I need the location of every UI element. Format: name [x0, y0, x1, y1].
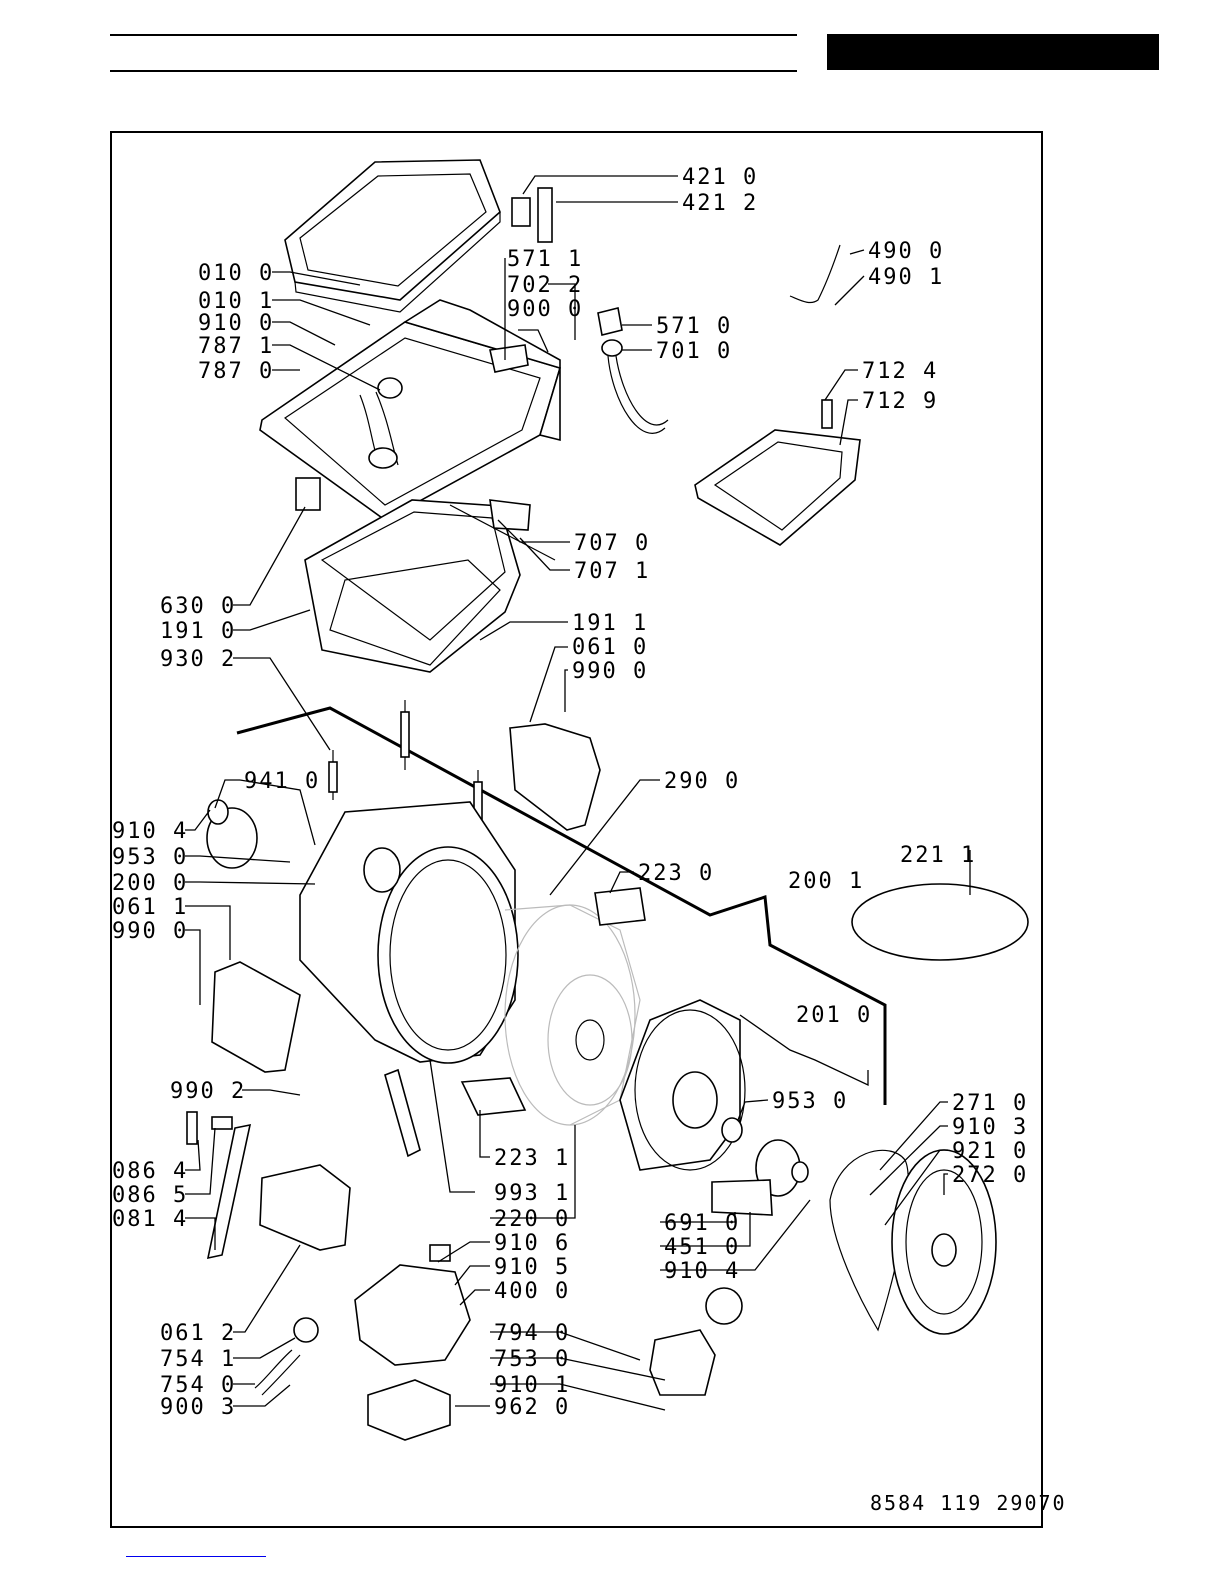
part-labels: 421 0 421 2 010 0 571 1 702 2 900 0 490 …: [112, 165, 1028, 1420]
motor-drawing: [354, 1264, 471, 1366]
counterweight-bottom-drawing: [259, 1164, 351, 1251]
part-label: 223 1: [494, 1146, 570, 1171]
part-label: 272 0: [952, 1163, 1028, 1188]
part-label: 571 0: [656, 314, 732, 339]
rear-tub-drawing: [619, 999, 746, 1171]
part-label: 754 1: [160, 1347, 236, 1372]
part-label: 061 1: [112, 895, 188, 920]
lifter-lower-drawing: [460, 1077, 527, 1116]
part-label: 290 0: [664, 769, 740, 794]
part-label: 753 0: [494, 1347, 570, 1372]
part-label: 930 2: [160, 647, 236, 672]
heater-drawing: [711, 1179, 773, 1216]
part-label: 421 2: [682, 191, 758, 216]
part-label: 993 1: [494, 1181, 570, 1206]
motor-mount-drawing: [429, 1244, 451, 1262]
part-label: 794 0: [494, 1321, 570, 1346]
leader-lines: [185, 175, 971, 1411]
part-label: 490 0: [868, 239, 944, 264]
part-label: 962 0: [494, 1395, 570, 1420]
part-label: 691 0: [664, 1211, 740, 1236]
pump-filter-drawing: [705, 1287, 743, 1325]
part-label: 953 0: [112, 845, 188, 870]
packaging-box-drawing: [367, 1379, 451, 1441]
part-label: 707 1: [574, 559, 650, 584]
section-cut-line: [236, 706, 887, 1105]
part-label: 421 0: [682, 165, 758, 190]
part-label: 081 4: [112, 1207, 188, 1232]
footer-link-underline[interactable]: [126, 1556, 266, 1557]
part-label: 191 1: [572, 611, 648, 636]
part-label: 220 0: [494, 1207, 570, 1232]
part-label: 712 9: [862, 389, 938, 414]
part-label: 191 0: [160, 619, 236, 644]
part-label: 921 0: [952, 1139, 1028, 1164]
lifter-drawing: [594, 887, 646, 926]
part-label: 061 2: [160, 1321, 236, 1346]
part-label: 400 0: [494, 1279, 570, 1304]
part-label: 451 0: [664, 1235, 740, 1260]
part-label: 953 0: [772, 1089, 848, 1114]
top-lid-drawing: [284, 159, 501, 313]
part-label: 941 0: [244, 769, 320, 794]
part-label: 707 0: [574, 531, 650, 556]
part-label: 900 3: [160, 1395, 236, 1420]
tub-cover-drawing: [295, 477, 556, 673]
part-label: 630 0: [160, 594, 236, 619]
part-label: 271 0: [952, 1091, 1028, 1116]
part-label: 754 0: [160, 1373, 236, 1398]
power-cord-drawing: [789, 244, 841, 304]
part-label: 223 0: [638, 861, 714, 886]
drain-hose-drawing: [254, 1349, 301, 1396]
rear-panel-drawing: [891, 1149, 997, 1335]
part-label: 910 3: [952, 1115, 1028, 1140]
spares-bag-drawing: [851, 883, 1029, 961]
part-label: 990 0: [112, 919, 188, 944]
counterweight-front-drawing: [211, 961, 301, 1073]
part-label: 010 1: [198, 289, 274, 314]
part-label: 712 4: [862, 359, 938, 384]
counterweight-top-drawing: [509, 723, 601, 831]
drawing-number: 8584 119 29070: [870, 1491, 1067, 1515]
part-label: 086 4: [112, 1159, 188, 1184]
part-label: 201 0: [796, 1003, 872, 1028]
part-label: 787 0: [198, 359, 274, 384]
shock-absorbers-drawing: [186, 1068, 421, 1260]
part-label: 200 1: [788, 869, 864, 894]
part-label: 990 0: [572, 659, 648, 684]
part-label: 061 0: [572, 635, 648, 660]
part-label: 900 0: [507, 297, 583, 322]
worktop-frame-drawing: [259, 299, 561, 521]
part-label: 910 4: [112, 819, 188, 844]
part-label: 701 0: [656, 339, 732, 364]
part-label: 910 6: [494, 1231, 570, 1256]
part-label: 010 0: [198, 261, 274, 286]
header-rule-bottom: [110, 70, 797, 72]
part-label: 702 2: [507, 273, 583, 298]
door-lock-drawing: [511, 197, 531, 227]
inlet-valve-drawing: [597, 307, 669, 434]
part-label: 910 4: [664, 1259, 740, 1284]
door-lock-plate-drawing: [537, 187, 553, 243]
outer-tub-drawing: [299, 801, 519, 1064]
part-label: 221 1: [900, 843, 976, 868]
part-label: 200 0: [112, 871, 188, 896]
part-label: 910 1: [494, 1373, 570, 1398]
header-rule-top: [110, 34, 797, 36]
drain-pump-drawing: [649, 1329, 716, 1396]
detergent-dispenser-drawing: [694, 399, 861, 546]
drum-drawing: [504, 904, 641, 1126]
part-label: 787 1: [198, 334, 274, 359]
header-title-block: [827, 34, 1159, 70]
hose-cap-drawing: [293, 1317, 319, 1343]
part-label: 490 1: [868, 265, 944, 290]
part-label: 910 5: [494, 1255, 570, 1280]
part-label: 910 0: [198, 311, 274, 336]
part-label: 571 1: [507, 247, 583, 272]
diagram-frame: [110, 131, 1043, 1528]
part-label: 990 2: [170, 1079, 246, 1104]
part-label: 086 5: [112, 1183, 188, 1208]
